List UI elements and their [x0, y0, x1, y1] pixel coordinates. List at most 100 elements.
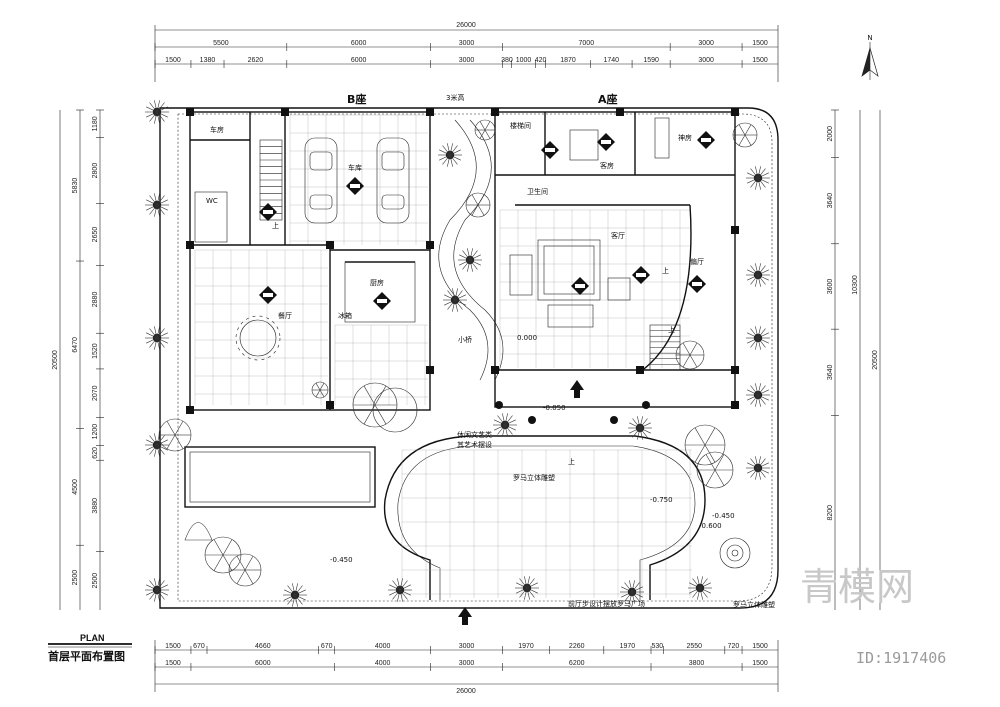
tree-icon [352, 382, 398, 428]
room-label-kitchen-small: 冰箱 [338, 311, 352, 320]
dimension-value: 3640 [827, 364, 834, 380]
dimension-value: 1500 [752, 57, 768, 64]
room-marker-icon [688, 275, 706, 293]
room-marker-icon [571, 277, 589, 295]
dimension-value: 2500 [92, 573, 99, 589]
watermark: 青模网 ID:1917406 [800, 565, 946, 667]
tree-icon [228, 553, 262, 587]
dimension-value: 620 [92, 447, 99, 459]
dimension-value: 1380 [200, 57, 216, 64]
dimension-value: 4000 [375, 643, 391, 650]
dimension-value: 3000 [698, 57, 714, 64]
tree-icon [158, 418, 192, 452]
dimension-value: 1590 [643, 57, 659, 64]
right-total-dimension: 20500 [872, 350, 879, 370]
dimension-value: 1500 [752, 643, 768, 650]
room-label-kitchen: 厨房 [370, 278, 384, 287]
plant-icon [628, 416, 652, 440]
dimension-value: 3600 [827, 279, 834, 295]
plant-icon [145, 326, 169, 350]
structural-columns [186, 108, 739, 424]
plant-icon [145, 433, 169, 457]
dimension-value: 4500 [72, 479, 79, 495]
dimension-value: 3000 [459, 660, 475, 667]
title-block: PLAN 首层平面布置图 [48, 633, 132, 663]
water-feature-label: 3米高 [446, 93, 464, 102]
dimension-value: 3880 [92, 498, 99, 514]
tree-icon [311, 381, 329, 399]
room-label-bathroom: 卫生间 [527, 187, 548, 196]
dimension-value: 2620 [248, 57, 264, 64]
building-b: 车房 车库 WC 厨房 冰箱 餐厅 上 [189, 111, 431, 411]
north-label: N [867, 34, 872, 42]
building-a: 楼梯间 客房 神房 卫生间 客厅 偏厅 0.000 上 上 [494, 111, 736, 408]
dimension-value: 1500 [752, 40, 768, 47]
bottom-total-dimension: 26000 [456, 688, 476, 695]
level-label-5: -0.450 [712, 512, 735, 520]
dimension-value: 3000 [459, 57, 475, 64]
dimension-value: 1000 [516, 57, 532, 64]
dimension-value: 670 [193, 643, 205, 650]
dimension-value: 2070 [92, 385, 99, 401]
dimension-value: 1180 [92, 116, 99, 131]
north-arrow: N [861, 34, 879, 80]
level-label-1: -0.050 [543, 404, 566, 412]
dimension-value: 3800 [689, 660, 705, 667]
dimension-value: 3000 [698, 40, 714, 47]
plant-icon [746, 383, 770, 407]
shell-fountain [184, 522, 213, 541]
up-label-a: 上 [662, 266, 669, 275]
floor-tile-grid-a [499, 209, 690, 368]
dimension-value: 720 [728, 643, 740, 650]
dimension-value: 6200 [569, 660, 585, 667]
car-2 [376, 137, 410, 224]
dimension-value: 4000 [375, 660, 391, 667]
drawing-title: 首层平面布置图 [48, 649, 125, 663]
plant-icon [283, 583, 307, 607]
block-b-title: B座 [347, 92, 366, 106]
dimension-value: 3000 [459, 40, 475, 47]
bottom-note: 前厅步设计摆放罗马广场 [568, 599, 645, 608]
dining-table [235, 315, 281, 361]
dimension-value: 1970 [620, 643, 636, 650]
right-mid-dimension: 10300 [852, 275, 859, 295]
level-label-0: 0.000 [517, 334, 537, 342]
room-label-servants: 车房 [210, 125, 224, 134]
dimension-value: 1970 [518, 643, 534, 650]
watermark-brand: 青模网 [800, 565, 914, 609]
dimension-value: 1500 [165, 57, 181, 64]
landscape-plants [145, 100, 770, 607]
dimension-value: 6000 [351, 57, 367, 64]
plant-icon [388, 578, 412, 602]
level-label-3: -0.750 [650, 496, 673, 504]
level-label-4: -0.600 [699, 522, 722, 530]
top-total-dimension: 26000 [456, 22, 476, 29]
dimension-value: 5500 [213, 40, 229, 47]
room-label-dining: 餐厅 [278, 311, 292, 320]
room-marker-icon [541, 141, 559, 159]
dimension-value: 6470 [72, 337, 79, 353]
stairs-up-b: 上 [272, 221, 279, 230]
dimension-value: 2260 [569, 643, 585, 650]
dimension-value: 3640 [827, 193, 834, 209]
plant-icon [145, 100, 169, 124]
dimension-value: 1500 [752, 660, 768, 667]
plant-icon [458, 248, 482, 272]
room-marker-icon [597, 133, 615, 151]
tree-icon [474, 119, 496, 141]
room-label-side-hall: 偏厅 [690, 257, 704, 266]
dimension-value: 2650 [92, 227, 99, 243]
plant-icon [746, 326, 770, 350]
room-marker-icon [346, 177, 364, 195]
dimension-value: 1520 [92, 343, 99, 359]
dimension-value: 2880 [92, 292, 99, 308]
